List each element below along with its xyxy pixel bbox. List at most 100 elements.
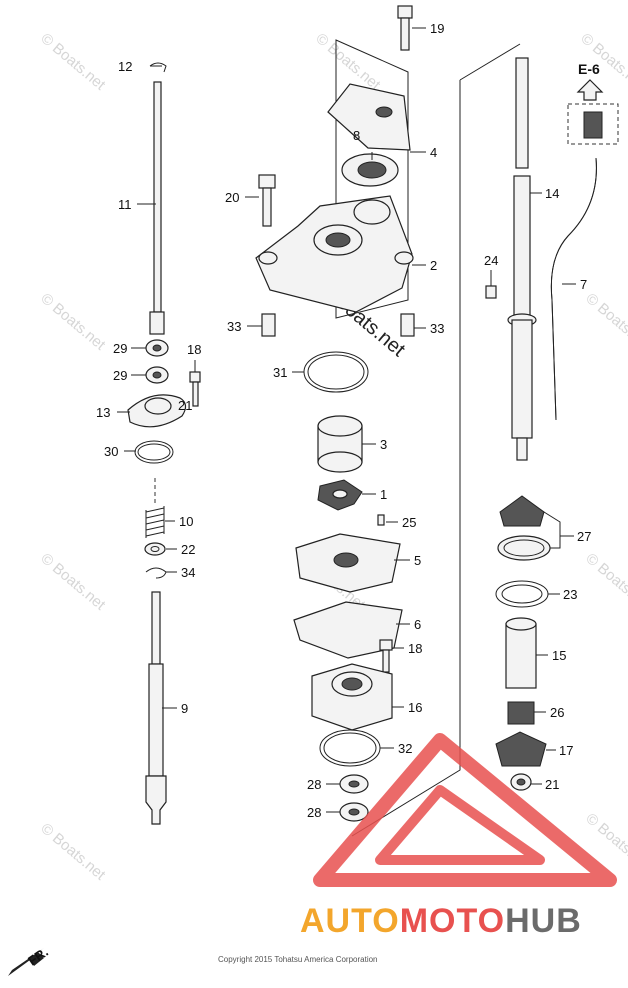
- bolt-part: [258, 174, 276, 189]
- copyright-text: Copyright 2015 Tohatsu America Corporati…: [218, 955, 378, 964]
- pump-case-lug: [394, 251, 414, 265]
- callout-33: 33: [430, 321, 444, 336]
- water-tube-highlight: [550, 157, 597, 421]
- callout-1: 1: [380, 487, 387, 502]
- spring-coils: [145, 507, 165, 537]
- housing-boss: [144, 397, 172, 415]
- pump-case-lug: [258, 251, 278, 265]
- nut-hole: [516, 778, 526, 786]
- callout-11: 11: [118, 197, 132, 212]
- grommet-hole: [357, 161, 387, 179]
- callout-labels: 12 11 29 29 18 13 21 30 10 22 34 9 19 8 …: [96, 21, 591, 820]
- sleeve-part: [505, 623, 537, 689]
- liner-bottom: [317, 451, 363, 473]
- section-ref-label: E-6: [578, 61, 600, 77]
- drive-shaft-mid: [513, 175, 531, 317]
- callout-10: 10: [179, 514, 193, 529]
- bracket-hole: [375, 106, 393, 118]
- shaft-reference-line: [351, 43, 521, 837]
- pump-housing-bore: [341, 677, 363, 691]
- drive-shaft-tip: [516, 437, 528, 461]
- drive-shaft-part: [515, 57, 529, 169]
- callout-12: 12: [118, 59, 132, 74]
- up-arrow-icon: [576, 79, 604, 101]
- sleeve-top: [505, 617, 537, 631]
- callout-16: 16: [408, 700, 422, 715]
- oil-seal-hole: [348, 780, 360, 788]
- bolt-shank: [400, 17, 410, 51]
- water-pump-assembly: [255, 5, 415, 822]
- bolt-shank: [382, 649, 390, 673]
- shim-inner: [501, 584, 543, 604]
- callout-26: 26: [550, 705, 564, 720]
- callout-28: 28: [307, 805, 321, 820]
- shift-rod-assembly: [127, 62, 201, 825]
- e6-inset: E-6: [567, 61, 619, 145]
- brand-part-2: MOTO: [399, 902, 506, 940]
- bolt-part: [397, 5, 413, 19]
- callout-3: 3: [380, 437, 387, 452]
- front-label: FR.: [25, 944, 51, 968]
- key-part: [377, 514, 385, 526]
- oil-seal-hole: [152, 371, 162, 379]
- callout-29: 29: [113, 341, 127, 356]
- o-ring-inner: [307, 354, 365, 390]
- callout-4: 4: [430, 145, 437, 160]
- logo-triangle-inner: [375, 785, 545, 865]
- bracket-part: [327, 83, 411, 151]
- watermark-text: © Boats.net: [582, 550, 628, 614]
- callout-32: 32: [398, 741, 412, 756]
- pump-case-bore: [325, 232, 351, 248]
- logo-triangle-outer: [313, 733, 617, 887]
- callout-25: 25: [402, 515, 416, 530]
- callout-7: 7: [580, 277, 587, 292]
- front-arrow-icon: [8, 948, 44, 976]
- callout-21: 21: [178, 398, 192, 413]
- liner-top: [317, 415, 363, 437]
- o-ring-part: [134, 440, 174, 464]
- callout-27: 27: [577, 529, 591, 544]
- callout-22: 22: [181, 542, 195, 557]
- callout-leaders: [117, 27, 576, 813]
- dowel-pin-part: [261, 313, 276, 337]
- callout-17: 17: [559, 743, 573, 758]
- bolt-shank: [192, 381, 199, 407]
- pinion-gear-part: [495, 731, 547, 767]
- drive-shaft-lower: [511, 319, 533, 439]
- o-ring-part: [303, 351, 369, 393]
- watermark-text: © Boats.net: [582, 290, 628, 354]
- callout-6: 6: [414, 617, 421, 632]
- inset-frame: [567, 103, 619, 145]
- impeller-hub: [332, 489, 348, 499]
- watermark-text: © Boats.net: [37, 30, 109, 94]
- callout-2: 2: [430, 258, 437, 273]
- watermark-text: © Boats.net: [37, 290, 109, 354]
- clip-part: [149, 62, 167, 73]
- washer-hole: [150, 546, 160, 552]
- watermark-text: © Boats.net: [312, 30, 384, 94]
- callout-30: 30: [104, 444, 118, 459]
- pump-outlet-part: [583, 111, 603, 139]
- callout-19: 19: [430, 21, 444, 36]
- bolt-shank: [262, 187, 272, 227]
- callout-18: 18: [187, 342, 201, 357]
- brand-wordmark: AUTOMOTOHUB: [300, 902, 582, 941]
- spring-part: [145, 506, 165, 538]
- callout-31: 31: [273, 365, 287, 380]
- callout-21: 21: [545, 777, 559, 792]
- callout-18: 18: [408, 641, 422, 656]
- callout-29: 29: [113, 368, 127, 383]
- washer-part: [144, 542, 166, 556]
- callout-9: 9: [181, 701, 188, 716]
- leader-line: [543, 511, 574, 549]
- brand-logo-icon: [313, 733, 617, 887]
- drive-shaft-assembly: E-6: [485, 57, 619, 791]
- callout-14: 14: [545, 186, 559, 201]
- callout-13: 13: [96, 405, 110, 420]
- brand-part-3: HUB: [505, 902, 582, 940]
- oil-seal-hole: [348, 808, 360, 816]
- taper-bearing-part: [499, 495, 545, 527]
- pump-housing-part: [311, 663, 393, 731]
- watermark-text: © Boats.net: [37, 820, 109, 884]
